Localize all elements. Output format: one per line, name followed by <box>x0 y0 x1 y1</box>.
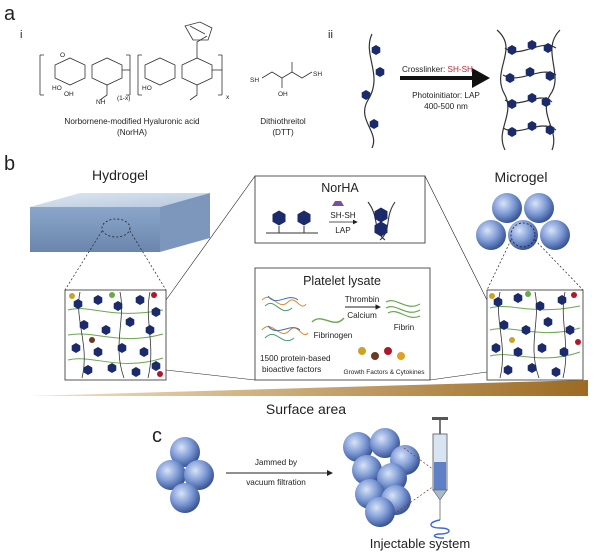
fibrin-mark <box>385 300 421 318</box>
hydrogel-network-content <box>67 291 164 379</box>
svg-text:OH: OH <box>278 91 288 98</box>
hydrogel-label: Hydrogel <box>92 167 148 183</box>
jammed-microgels <box>343 428 420 527</box>
norha-abbr: (NorHA) <box>117 128 147 137</box>
norha-box-scheme <box>266 201 396 241</box>
panel-a-sub-ii: ii <box>328 29 333 41</box>
dtt-name: Dithiothreitol <box>260 117 306 126</box>
protein-label-line1: 1500 protein-based <box>260 354 331 363</box>
svg-text:x: x <box>226 94 230 101</box>
single-polymer-chain <box>361 33 385 149</box>
growth-factor-label: Growth Factors & Cytokines <box>344 369 426 376</box>
microgel-network-content <box>489 291 581 379</box>
lysate-box-title: Platelet lysate <box>303 274 381 288</box>
lysate-box <box>254 267 431 381</box>
surface-area-wedge <box>28 380 588 396</box>
svg-text:SH: SH <box>313 71 322 78</box>
growth-factor-dots <box>358 347 405 360</box>
fibrin-label: Fibrin <box>394 323 415 332</box>
fibrinogen-label: Fibrinogen <box>314 331 353 340</box>
svg-text:HO: HO <box>142 85 152 92</box>
norha-structure <box>39 21 223 101</box>
svg-text:NH: NH <box>96 99 106 106</box>
norha-box-title: NorHA <box>321 181 359 195</box>
crosslinker-label: Crosslinker: SH-SH <box>402 65 473 74</box>
fibrinogen-mark <box>311 317 345 323</box>
norha-name: Norbornene-modified Hyaluronic acid <box>64 117 200 126</box>
microgel-label: Microgel <box>495 169 548 185</box>
svg-text:(1-x): (1-x) <box>117 95 130 102</box>
protein-ribbons <box>261 295 309 342</box>
crosslink-arrow <box>400 68 490 88</box>
extruded-filament <box>430 519 450 539</box>
svg-text:OH: OH <box>64 91 74 98</box>
svg-text:O: O <box>60 52 65 59</box>
syringe-zoom-lines <box>393 447 435 515</box>
calcium-label: Calcium <box>347 311 377 320</box>
norha-box-initiator: LAP <box>335 226 351 235</box>
connector-lines <box>165 175 488 381</box>
jammed-label-line2: vacuum filtration <box>246 478 306 487</box>
svg-text:HO: HO <box>52 85 62 92</box>
dtt-atom-labels: SH SH OH <box>250 71 322 98</box>
injectable-label: Injectable system <box>370 536 470 551</box>
wavelength-label: 400-500 nm <box>424 102 468 111</box>
syringe-icon <box>432 417 448 520</box>
jammed-label-line1: Jammed by <box>255 458 298 467</box>
protein-label-line2: bioactive factors <box>262 365 321 374</box>
microgel-zoom-lines <box>486 239 584 291</box>
hydrogel-zoom-lines <box>64 230 167 291</box>
thrombin-label: Thrombin <box>345 295 380 304</box>
svg-text:SH: SH <box>250 77 259 84</box>
microgel-cluster <box>476 193 570 250</box>
panel-a-sub-i: i <box>20 29 22 41</box>
network-norbornenes <box>505 40 555 137</box>
norha-atom-labels: HO OH O HO NH x (1-x) <box>52 52 230 106</box>
panel-a-letter: a <box>4 3 16 25</box>
panel-c-letter: c <box>152 425 162 447</box>
hydrogel-block <box>30 193 210 252</box>
surface-area-label: Surface area <box>266 401 346 417</box>
photoinitiator-label: Photoinitiator: LAP <box>412 91 480 100</box>
norha-box-crosslinker: SH-SH <box>330 211 356 220</box>
dtt-abbr: (DTT) <box>272 128 294 137</box>
dtt-structure <box>261 62 313 88</box>
norha-box <box>254 175 426 244</box>
loose-microgels <box>156 437 214 513</box>
panel-b-letter: b <box>4 153 15 175</box>
